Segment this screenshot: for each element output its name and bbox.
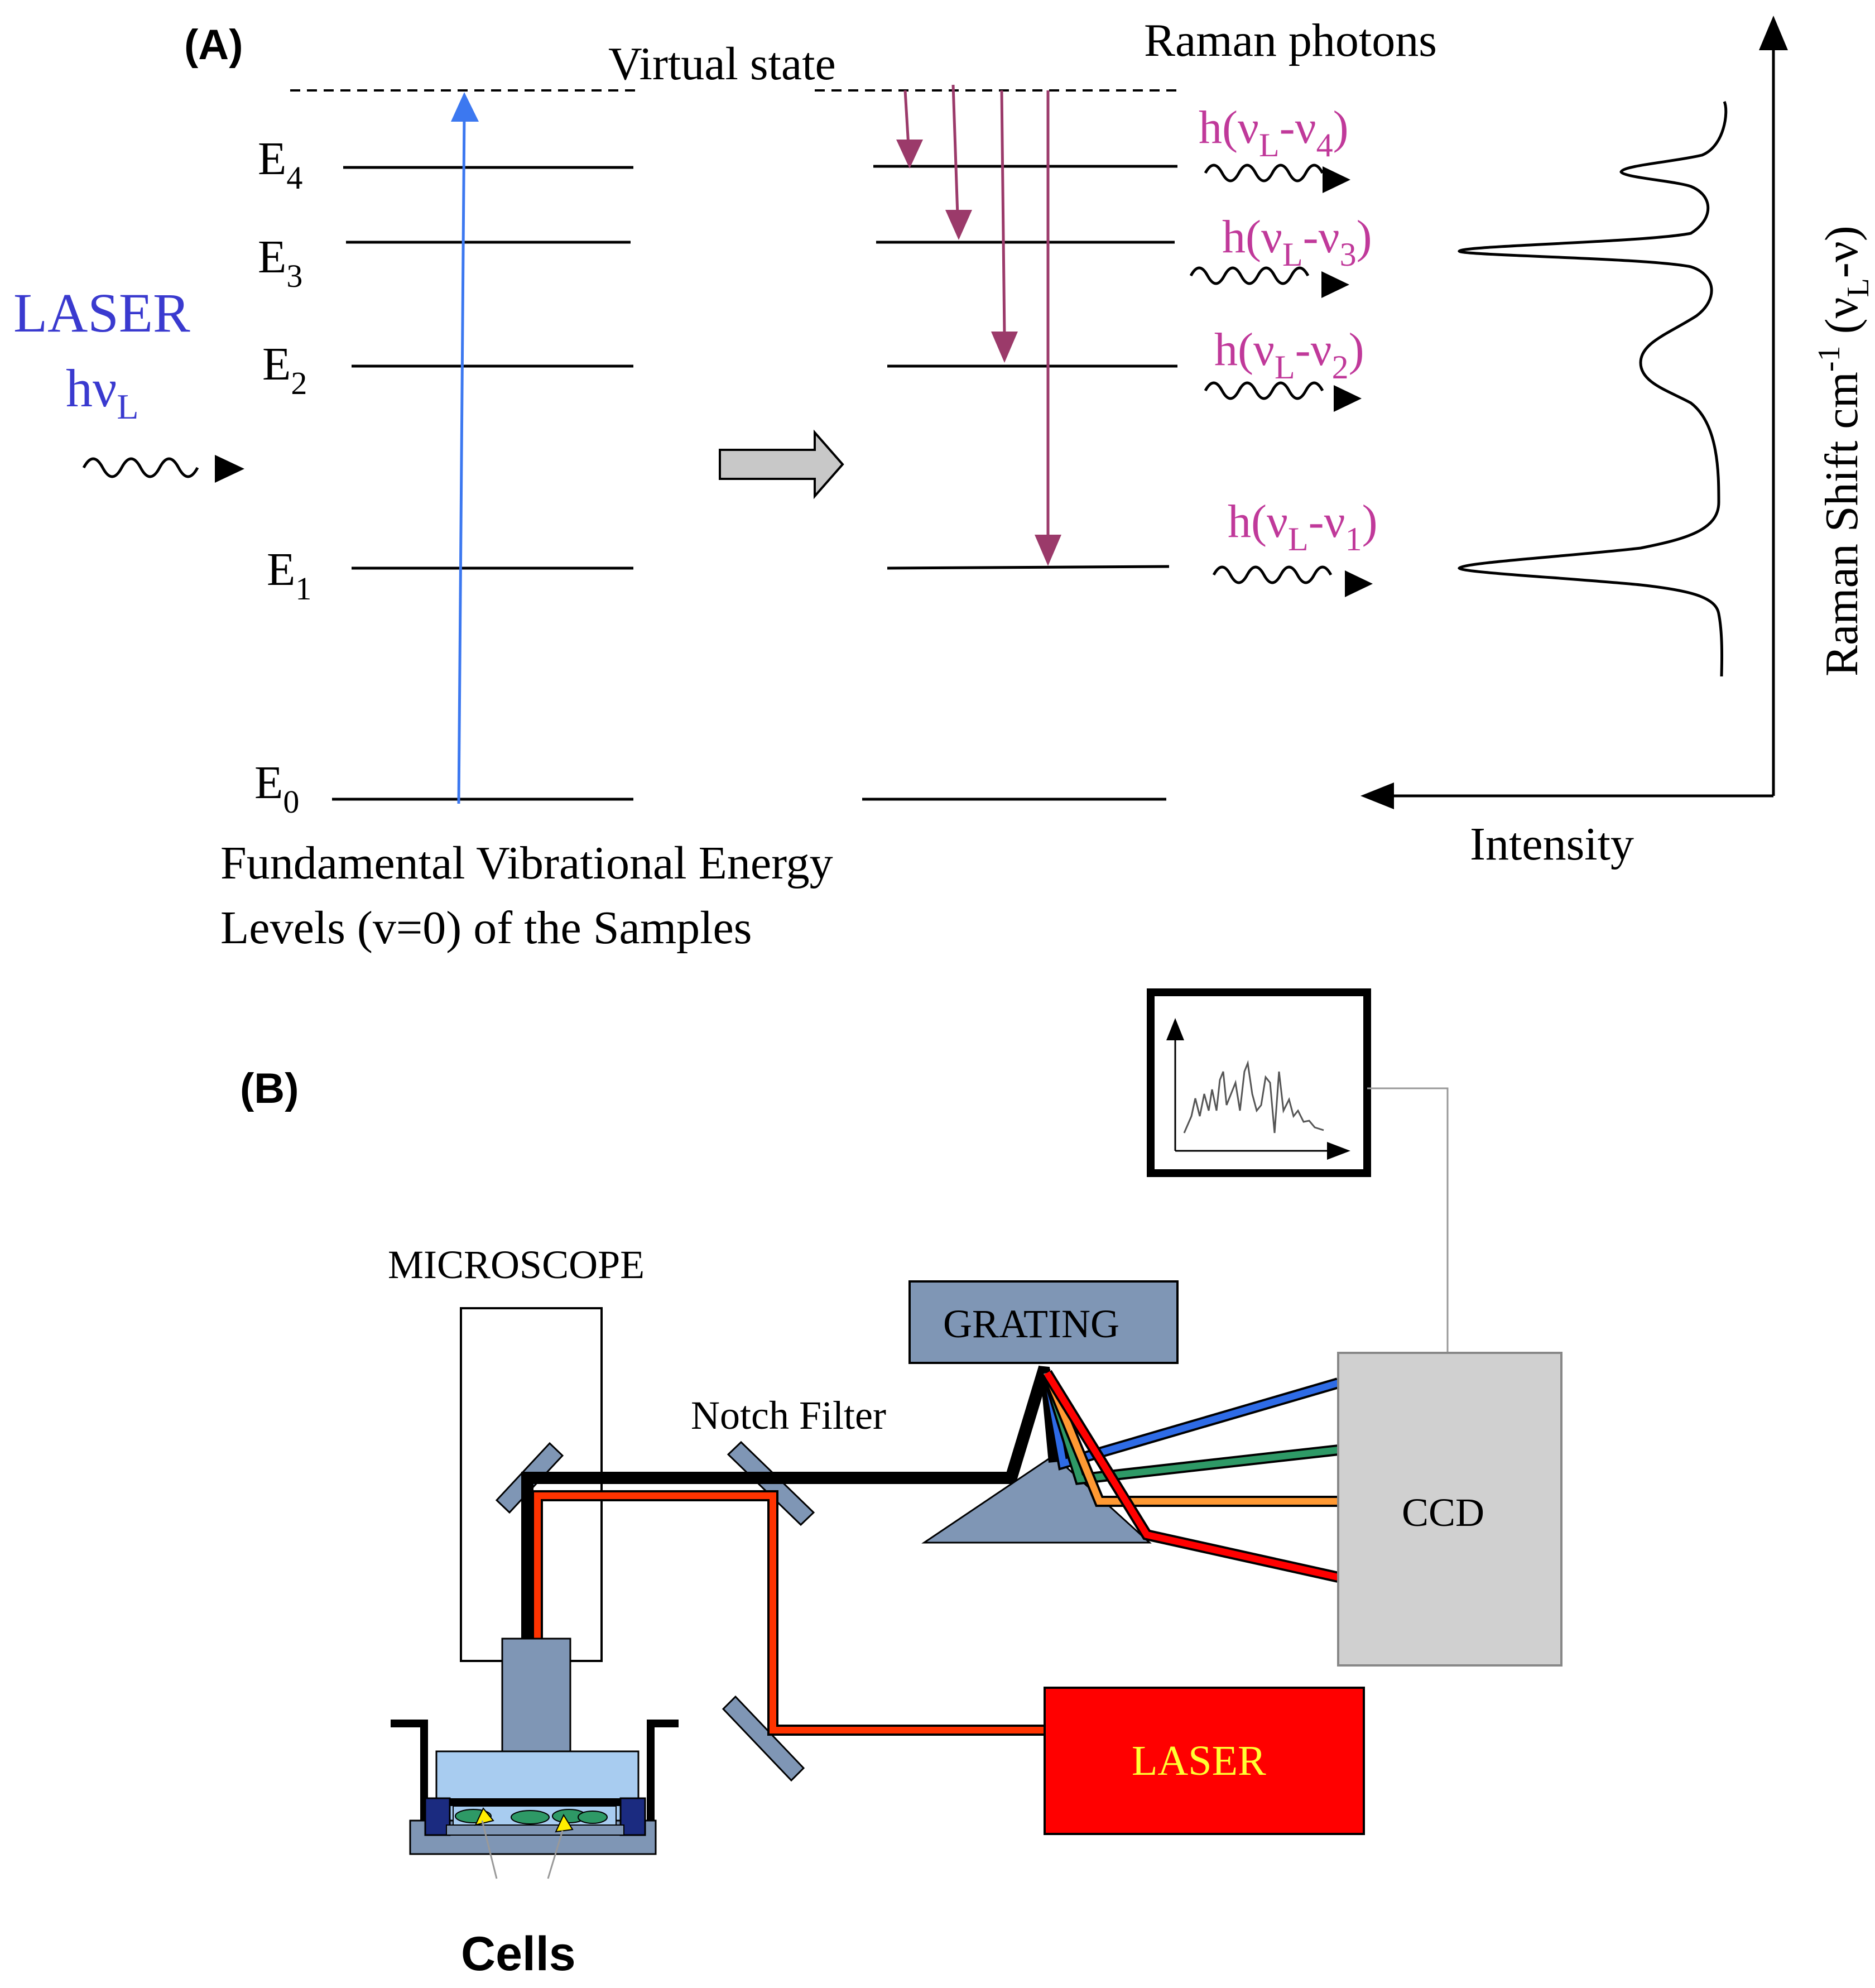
panel-b-label: (B) (240, 1065, 299, 1112)
cells-label: Cells (461, 1927, 576, 1981)
spectrum-y-axis-label: Raman Shift cm-1 (νL-ν) (1812, 225, 1875, 676)
grating-label: GRATING (943, 1302, 1119, 1346)
dispersed-rays (1041, 1370, 1340, 1583)
fundamental-caption-line1: Fundamental Vibrational Energy (220, 837, 833, 889)
virtual-state-label: Virtual state (608, 38, 836, 90)
laser-wave-arrowhead (215, 455, 244, 483)
grating-incident-peak (1006, 1366, 1059, 1480)
photon-wave-3 (1189, 266, 1310, 285)
cell-4 (578, 1811, 608, 1824)
monitor (1147, 988, 1371, 1177)
monitor-x-arrowhead (1327, 1142, 1350, 1160)
emission-arrows (896, 84, 1061, 566)
excitation-arrow-head (451, 92, 479, 122)
photon-arrowheads (1321, 166, 1373, 597)
photon-arrowhead-1 (1345, 570, 1373, 597)
cell-marker-1 (474, 1807, 494, 1826)
photon-waves (1189, 164, 1333, 584)
photon-wave-4 (1204, 164, 1324, 183)
spectrum-y-axis-arrowhead (1759, 16, 1788, 50)
photon-label-4: h(νL-ν4) (1199, 102, 1349, 164)
cell-marker-2 (555, 1813, 574, 1833)
level-label-e0: E0 (254, 757, 299, 820)
microscope-label: MICROSCOPE (388, 1242, 645, 1287)
photon-label-2: h(νL-ν2) (1214, 324, 1364, 386)
photon-label-3: h(νL-ν3) (1222, 211, 1372, 273)
stage-bar (450, 1798, 621, 1806)
photon-wave-1 (1212, 565, 1333, 584)
laser-box (1044, 1687, 1365, 1835)
emission-arrow-e3 (951, 84, 959, 216)
level-label-e1: E1 (267, 544, 311, 607)
monitor-spectrum-trace (1183, 1060, 1324, 1134)
monitor-cable (1367, 1087, 1449, 1353)
emission-arrow-e4 (903, 90, 910, 147)
photon-wave-2 (1204, 381, 1324, 400)
raman-photons-label: Raman photons (1144, 15, 1437, 66)
laser-label-a: LASER (13, 282, 190, 344)
laser-wave (82, 457, 199, 478)
spectrum-x-axis-arrowhead (1360, 782, 1394, 809)
monitor-y-arrowhead (1166, 1018, 1184, 1040)
laser-photon-energy: hνL (66, 358, 139, 426)
fold-mirror (722, 1695, 805, 1782)
stage-right-clamp (619, 1797, 646, 1836)
grating-box (908, 1280, 1179, 1364)
photon-arrowhead-2 (1334, 385, 1362, 412)
emission-arrow-e1-head (1035, 535, 1061, 566)
ray-orange-core (1044, 1371, 1338, 1505)
emission-arrow-e3-head (945, 210, 972, 240)
emission-arrow-e4-head (896, 140, 923, 169)
photon-arrowhead-3 (1321, 271, 1349, 298)
notch-filter-label: Notch Filter (691, 1393, 886, 1438)
spectrum-curve (1458, 100, 1728, 677)
photon-arrowhead-4 (1323, 166, 1350, 193)
cell-2 (511, 1810, 550, 1824)
ray-red-core (1044, 1371, 1339, 1581)
laser-box-label: LASER (1132, 1737, 1266, 1784)
level-e1-right (887, 565, 1170, 570)
stage-left-clamp (424, 1797, 451, 1836)
emission-arrow-e2-head (991, 332, 1018, 363)
ccd-box (1337, 1352, 1562, 1667)
laser-beam-core (534, 1492, 1048, 1734)
spectrum-x-axis-label: Intensity (1470, 818, 1634, 870)
level-label-e3: E3 (258, 231, 302, 294)
cells-pointer-right (547, 1830, 564, 1879)
fundamental-caption-line2: Levels (v=0) of the Samples (220, 902, 752, 954)
panel-a-label: (A) (184, 21, 243, 69)
level-label-e2: E2 (262, 338, 307, 401)
photon-label-1: h(νL-ν1) (1228, 496, 1378, 558)
emission-arrow-e2 (1000, 90, 1006, 335)
process-arrow (719, 429, 844, 500)
excitation-arrow (457, 114, 466, 804)
cells-pointer-left (481, 1820, 498, 1879)
ccd-label: CCD (1402, 1490, 1484, 1535)
glass-slide (446, 1824, 624, 1836)
objective-body (501, 1638, 571, 1764)
level-label-e4: E4 (258, 133, 302, 196)
